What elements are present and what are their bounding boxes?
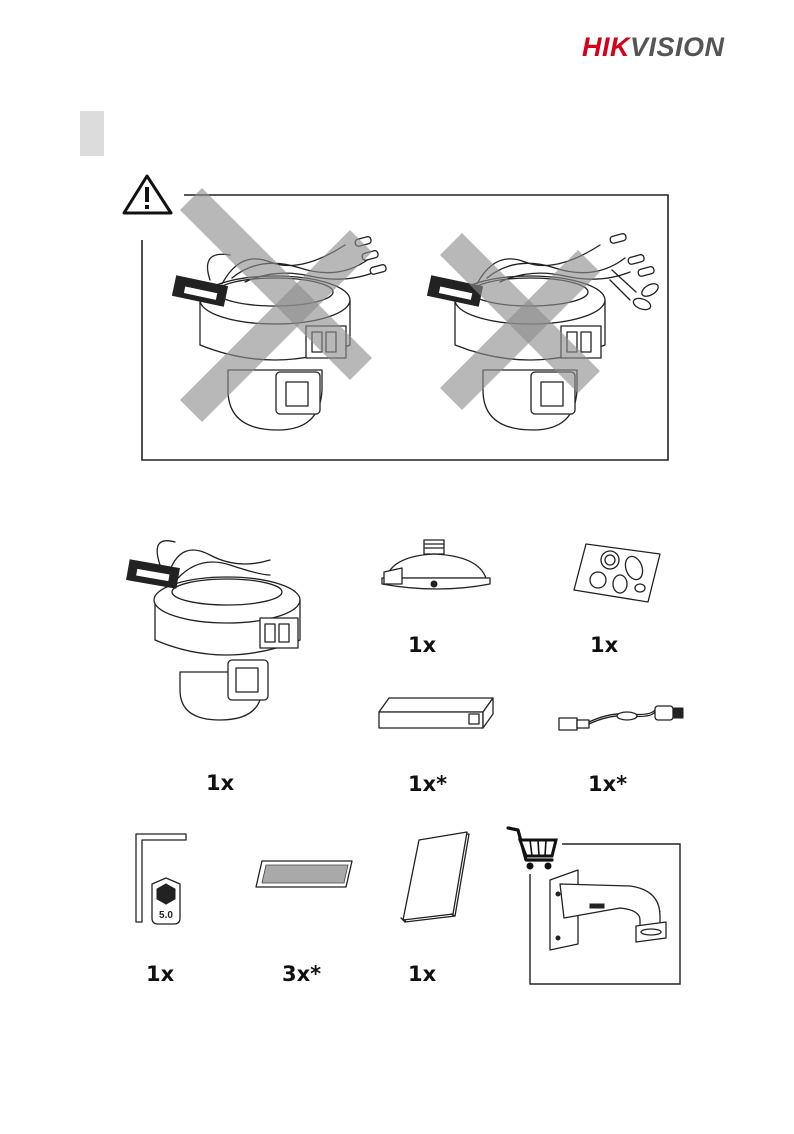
waterproof-kit-qty: 1x: [590, 633, 618, 657]
cable-icon: [555, 698, 690, 738]
wall-mount-bracket-illustration: [550, 870, 666, 950]
optional-accessory-panel: [500, 820, 695, 990]
hex-key-size-label: 5.0: [159, 910, 173, 921]
power-adapter-icon: [375, 690, 500, 740]
desiccant-icon: [250, 855, 360, 895]
desiccant-qty: 3x*: [282, 962, 321, 986]
waterproof-kit-icon: [570, 540, 670, 605]
mounting-cap-icon: [378, 540, 498, 600]
hex-key-qty: 1x: [146, 962, 174, 986]
warning-triangle-icon: [124, 176, 171, 213]
camera-item-icon: [120, 530, 320, 730]
camera-qty: 1x: [206, 771, 234, 795]
cable-qty: 1x*: [588, 772, 627, 796]
hex-key-icon: 5.0: [130, 830, 200, 930]
shopping-cart-icon: [508, 828, 556, 870]
warning-panel: [0, 0, 794, 480]
quick-start-guide-icon: [395, 830, 480, 925]
power-adapter-qty: 1x*: [408, 772, 447, 796]
mounting-cap-qty: 1x: [408, 633, 436, 657]
quick-start-guide-qty: 1x: [408, 962, 436, 986]
